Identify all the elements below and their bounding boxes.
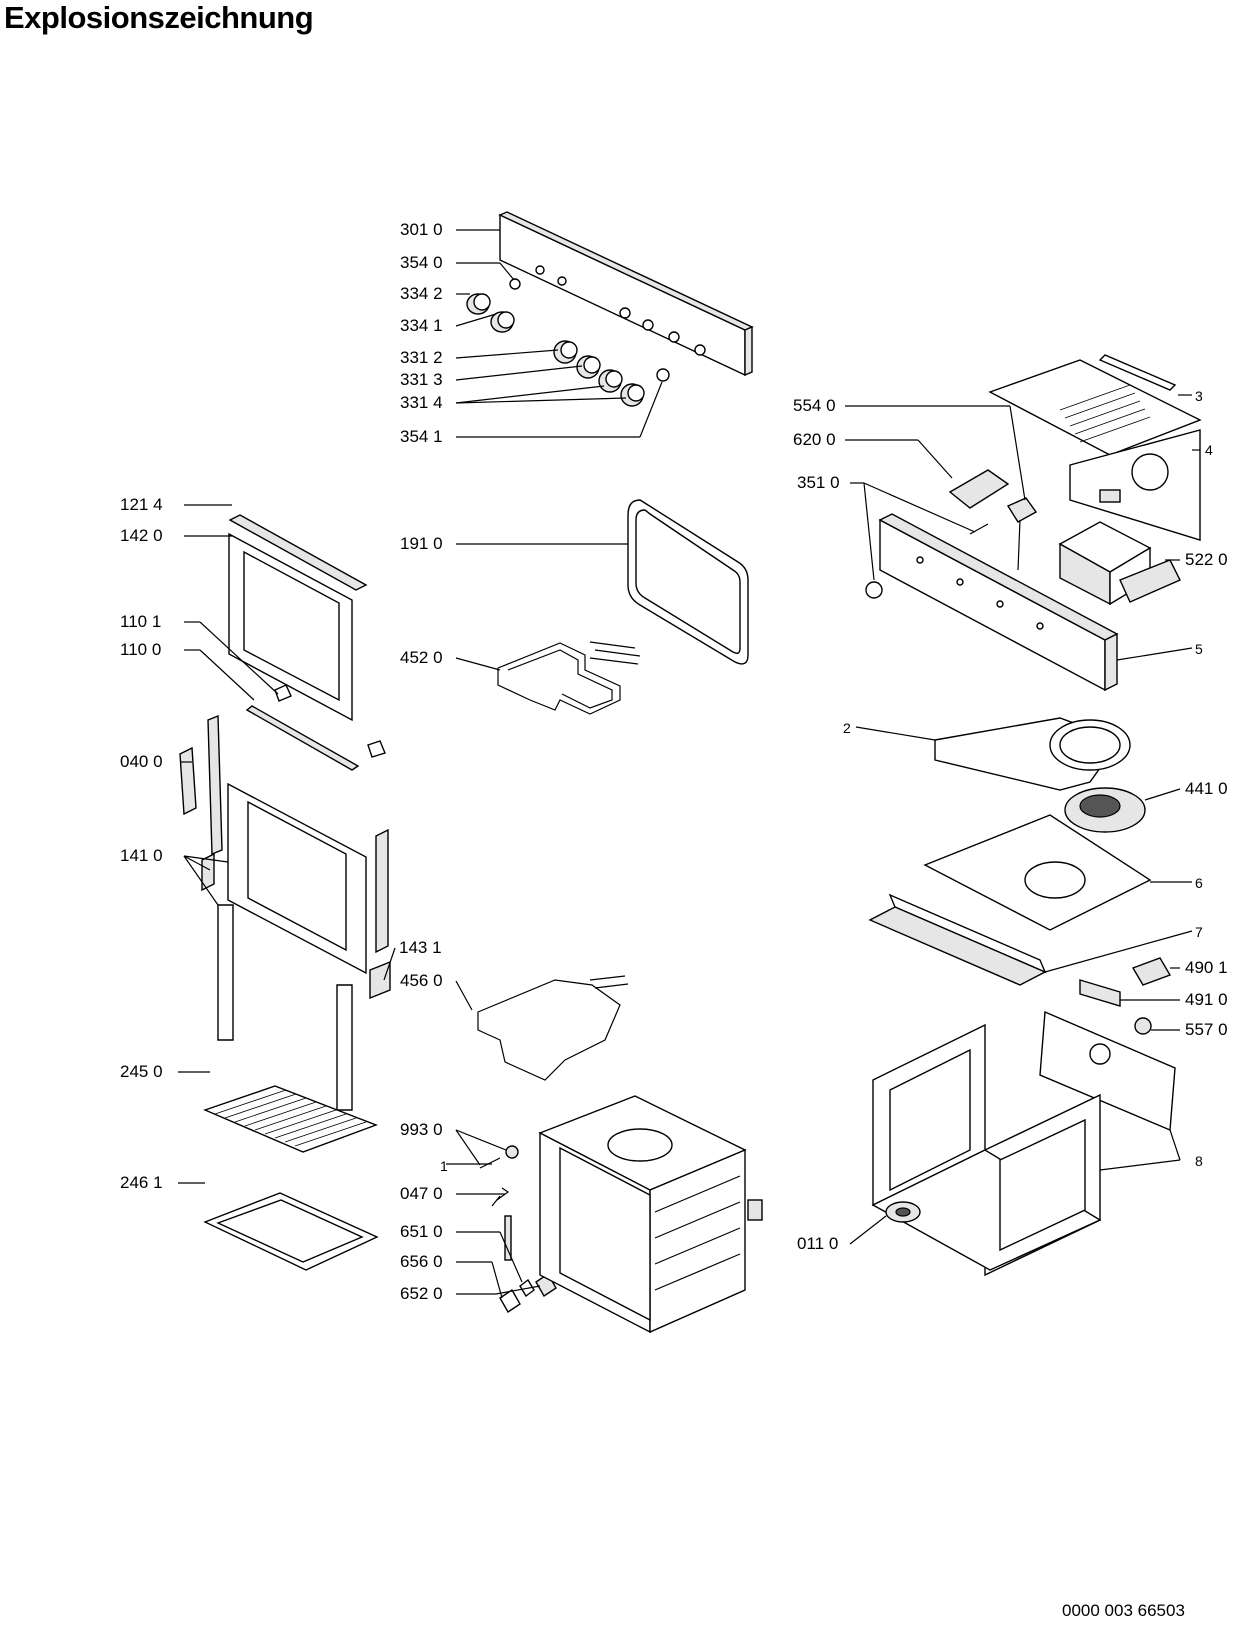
part-label-047-0: 047 0 bbox=[400, 1184, 443, 1203]
part-label-557-0: 557 0 bbox=[1185, 1020, 1228, 1039]
part-label-554-0: 554 0 bbox=[793, 396, 836, 415]
part-label-652-0: 652 0 bbox=[400, 1284, 443, 1303]
part-label-3: 3 bbox=[1195, 388, 1203, 404]
part-label-040-0: 040 0 bbox=[120, 752, 163, 771]
part-label-121-4: 121 4 bbox=[120, 495, 163, 514]
part-label-334-2: 334 2 bbox=[400, 284, 443, 303]
part-label-7: 7 bbox=[1195, 924, 1203, 940]
part-label-620-0: 620 0 bbox=[793, 430, 836, 449]
outer-door-part bbox=[228, 514, 386, 771]
part-label-4: 4 bbox=[1205, 442, 1213, 458]
part-label-331-3: 331 3 bbox=[400, 370, 443, 389]
part-label-6: 6 bbox=[1195, 875, 1203, 891]
control-knobs-part bbox=[466, 278, 670, 407]
front-frame-part bbox=[865, 513, 1119, 692]
part-label-490-1: 490 1 bbox=[1185, 958, 1228, 977]
part-label-331-2: 331 2 bbox=[400, 348, 443, 367]
page-title: Explosionszeichnung bbox=[4, 0, 314, 35]
part-label-245-0: 245 0 bbox=[120, 1062, 163, 1081]
side-electrics-parts bbox=[1039, 957, 1176, 1132]
inner-door-part bbox=[179, 714, 391, 1111]
part-label-8: 8 bbox=[1195, 1153, 1203, 1169]
part-label-656-0: 656 0 bbox=[400, 1252, 443, 1271]
part-label-456-0: 456 0 bbox=[400, 971, 443, 990]
oven-cavity-part bbox=[538, 1095, 763, 1334]
part-label-651-0: 651 0 bbox=[400, 1222, 443, 1241]
grill-element-part bbox=[497, 641, 641, 715]
wire-rack-part bbox=[203, 1085, 378, 1153]
part-label-522-0: 522 0 bbox=[1185, 550, 1228, 569]
part-label-441-0: 441 0 bbox=[1185, 779, 1228, 798]
part-label-301-0: 301 0 bbox=[400, 220, 443, 239]
electronics-parts bbox=[948, 469, 1181, 606]
part-label-011-0: 011 0 bbox=[797, 1234, 839, 1253]
part-label-110-0: 110 0 bbox=[120, 640, 162, 659]
part-label-491-0: 491 0 bbox=[1185, 990, 1228, 1009]
baking-tray-part bbox=[203, 1192, 379, 1271]
part-label-191-0: 191 0 bbox=[400, 534, 443, 553]
part-label-110-1: 110 1 bbox=[120, 612, 162, 631]
part-label-1: 1 bbox=[440, 1158, 448, 1174]
part-label-5: 5 bbox=[1195, 641, 1203, 657]
drawing-code: 0000 003 66503 bbox=[1062, 1601, 1185, 1620]
part-label-452-0: 452 0 bbox=[400, 648, 443, 667]
part-label-354-1: 354 1 bbox=[400, 427, 443, 446]
part-label-334-1: 334 1 bbox=[400, 316, 443, 335]
fan-cover-part bbox=[934, 717, 1146, 833]
part-label-331-4: 331 4 bbox=[400, 393, 443, 412]
part-label-143-1: 143 1 bbox=[399, 938, 442, 957]
part-label-141-0: 141 0 bbox=[120, 846, 163, 865]
leader-lines bbox=[178, 229, 1200, 1299]
part-label-246-1: 246 1 bbox=[120, 1173, 163, 1192]
part-label-142-0: 142 0 bbox=[120, 526, 163, 545]
part-label-2: 2 bbox=[843, 720, 851, 736]
rear-panel-part bbox=[868, 814, 1152, 986]
oven-housing-part bbox=[871, 1023, 1102, 1277]
top-frame-part bbox=[988, 354, 1202, 541]
part-label-354-0: 354 0 bbox=[400, 253, 443, 272]
lower-heater-part bbox=[477, 975, 629, 1081]
part-label-993-0: 993 0 bbox=[400, 1120, 443, 1139]
control-panel-part bbox=[498, 211, 754, 377]
part-label-351-0: 351 0 bbox=[797, 473, 840, 492]
door-gasket-part bbox=[627, 499, 749, 665]
